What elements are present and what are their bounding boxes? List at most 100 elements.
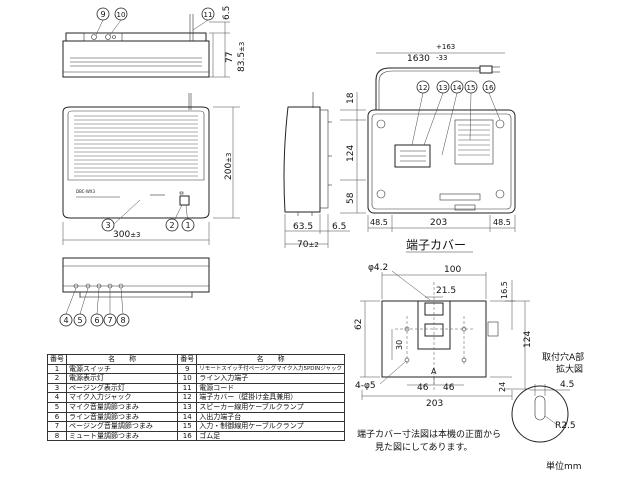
table-cell: 3 xyxy=(47,382,67,394)
dim-cord-tol-minus: -33 xyxy=(436,54,447,62)
table-cell: 端子カバー（壁掛け金具兼用） xyxy=(196,392,345,403)
callout-leaders xyxy=(65,19,501,315)
table-cell: ページング表示灯 xyxy=(65,382,179,394)
table-row: 5 マイク音量調節つまみ 13 スピーカー線用ケーブルクランプ xyxy=(47,401,345,413)
table-cell: 10 xyxy=(177,373,198,384)
dim-cover-46-left: 46 xyxy=(417,383,429,393)
dim-rear-58: 58 xyxy=(346,192,356,204)
dim-cover-124: 124 xyxy=(523,331,533,348)
table-cell: ライン音量調節つまみ xyxy=(65,411,179,423)
dim-cover-phi: φ4.2 xyxy=(368,263,388,273)
svg-text:2: 2 xyxy=(169,221,174,230)
dim-rear-18: 18 xyxy=(346,92,356,104)
table-cell: スピーカー線用ケーブルクランプ xyxy=(196,401,345,413)
table-cell: 電源コード xyxy=(196,382,345,394)
note-line-2: 見た図にしてあります。 xyxy=(375,442,473,453)
table-cell: リモートスイッチ付ページングマイク入力5PDINジャック xyxy=(196,363,345,375)
dim-top-77: 77 xyxy=(225,52,235,63)
table-cell: ページング音量調節つまみ xyxy=(65,421,179,432)
callout-10: 10 xyxy=(114,7,128,21)
dim-cover-30: 30 xyxy=(395,340,404,350)
rear-view: 1630 +163 -33 18 124 58 xyxy=(340,43,516,232)
table-cell: 14 xyxy=(177,411,198,423)
table-row: 2 電源表示灯 10 ライン入力端子 xyxy=(47,373,345,384)
detail-title-2: 拡大図 xyxy=(556,363,583,375)
svg-text:1: 1 xyxy=(185,221,190,230)
table-header-number: 番号 xyxy=(177,354,198,365)
callout-13: 13 xyxy=(436,80,450,94)
callout-8: 8 xyxy=(116,313,130,327)
dim-cord-1630: 1630 xyxy=(407,54,430,64)
svg-text:14: 14 xyxy=(453,84,462,92)
callout-16: 16 xyxy=(482,80,496,94)
callout-15: 15 xyxy=(464,80,478,94)
table-row: 1 電源スイッチ 9 リモートスイッチ付ページングマイク入力5PDINジャック xyxy=(47,363,345,375)
dim-cover-21.5: 21.5 xyxy=(436,286,456,296)
dim-front-200: 200±3 xyxy=(224,152,234,180)
dim-cover-holes: 4-φ5 xyxy=(355,381,376,391)
table-row: 8 ミュート量調節つまみ 16 ゴム足 xyxy=(47,430,345,442)
dim-rear-203: 203 xyxy=(430,218,447,228)
svg-text:5: 5 xyxy=(77,316,82,325)
table-cell: 4 xyxy=(47,392,67,403)
svg-text:16: 16 xyxy=(485,84,494,92)
svg-text:4: 4 xyxy=(63,316,68,325)
table-cell: 電源スイッチ xyxy=(65,363,179,375)
callout-2: 2 xyxy=(165,218,179,232)
svg-text:15: 15 xyxy=(467,84,476,92)
table-cell: マイク音量調節つまみ xyxy=(65,401,179,413)
dim-detail-r: R2.5 xyxy=(555,421,576,431)
dim-cover-46-right: 46 xyxy=(443,383,455,393)
cover-title: 端子カバー xyxy=(406,238,466,252)
callout-11: 11 xyxy=(201,7,215,21)
label-a: A xyxy=(431,367,437,376)
dim-front-300: 300±3 xyxy=(113,230,141,240)
dim-cover-100: 100 xyxy=(444,265,461,275)
table-cell: 6 xyxy=(47,411,67,423)
svg-text:11: 11 xyxy=(204,11,213,19)
svg-text:8: 8 xyxy=(120,316,125,325)
callout-1: 1 xyxy=(181,218,195,232)
dim-cover-24: 24 xyxy=(498,382,507,392)
front-panel-text: DBC-WX3 xyxy=(76,189,96,194)
callout-4: 4 xyxy=(59,313,73,327)
dim-cover-203: 203 xyxy=(426,399,443,409)
table-cell: 2 xyxy=(47,373,67,384)
power-switch xyxy=(179,195,190,206)
callout-14: 14 xyxy=(450,80,464,94)
table-cell: ライン入力端子 xyxy=(196,373,345,384)
table-cell: 9 xyxy=(177,363,198,375)
dim-rear-48.5-left: 48.5 xyxy=(370,218,388,227)
svg-text:6: 6 xyxy=(94,316,99,325)
dim-rear-48.5-right: 48.5 xyxy=(493,218,511,227)
bottom-view xyxy=(62,257,210,298)
dim-top-83.5: 83.5±3 xyxy=(237,42,247,72)
table-header-name: 名 称 xyxy=(196,354,345,365)
dim-side-63.5: 63.5 xyxy=(293,222,313,232)
svg-text:13: 13 xyxy=(439,84,448,92)
table-row: 6 ライン音量調節つまみ 14 入出力端子台 xyxy=(47,411,345,423)
svg-text:3: 3 xyxy=(105,221,110,230)
table-header-row: 番号 名 称 番号 名 称 xyxy=(47,354,345,365)
dim-cover-16.5: 16.5 xyxy=(500,281,509,299)
callout-3: 3 xyxy=(101,218,115,232)
dim-rear-124: 124 xyxy=(346,145,356,162)
table-cell: 7 xyxy=(47,421,67,432)
table-cell: マイク入力ジャック xyxy=(65,392,179,403)
speaker-grille xyxy=(74,115,198,177)
svg-text:7: 7 xyxy=(107,316,112,325)
dim-cover-62: 62 xyxy=(354,319,364,330)
table-cell: ゴム足 xyxy=(196,430,345,442)
power-cord xyxy=(375,67,480,110)
table-row: 4 マイク入力ジャック 12 端子カバー（壁掛け金具兼用） xyxy=(47,392,345,403)
front-view: DBC-WX3 300±3 200±3 xyxy=(62,93,240,245)
table-cell: 12 xyxy=(177,392,198,403)
detail-a: 取付穴A部 拡大図 4.5 R2.5 xyxy=(511,351,584,443)
table-header-number: 番号 xyxy=(47,354,67,365)
parts-table: 番号 名 称 番号 名 称 1 電源スイッチ 9 リモートスイッチ付ページングマ… xyxy=(47,354,345,442)
dim-side-6.5: 6.5 xyxy=(332,222,346,232)
table-cell: 入力・制御線用ケーブルクランプ xyxy=(196,421,345,432)
table-row: 3 ページング表示灯 11 電源コード xyxy=(47,382,345,394)
dim-detail-4.5: 4.5 xyxy=(560,380,574,390)
